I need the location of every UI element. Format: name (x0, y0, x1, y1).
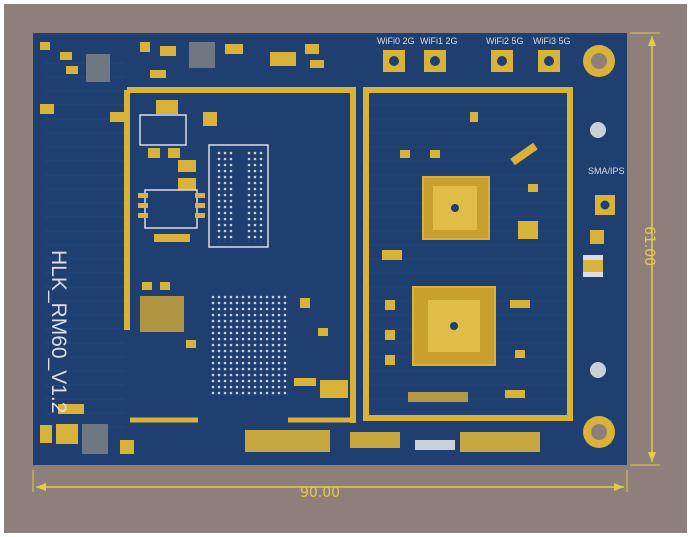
flash-chip (138, 189, 205, 242)
antenna-label-2: WiFi2 5G (486, 36, 524, 46)
shield-frame-left (124, 87, 356, 423)
rf-chip-bottom (412, 286, 496, 366)
shield-frame-right (363, 87, 573, 421)
antenna-label-1: WiFi1 2G (420, 36, 458, 46)
height-dimension-label: 61.00 (641, 226, 657, 266)
dimension-width (32, 470, 628, 492)
dimension-height (630, 32, 660, 466)
mounting-holes (583, 45, 615, 448)
antenna-label-0: WiFi0 2G (377, 36, 415, 46)
left-passives (140, 282, 348, 398)
power-components (40, 42, 324, 122)
connector-label: SMA/IPS (588, 166, 625, 176)
regulator (139, 100, 217, 190)
rf-chip-top (422, 176, 490, 240)
soc-bga (209, 293, 289, 396)
ddr-chip (208, 144, 269, 248)
right-passives (382, 112, 604, 402)
antenna-label-3: WiFi3 5G (533, 36, 571, 46)
board-name-label: HLK_RM60_V1.2 (47, 250, 70, 413)
antenna-connectors (383, 50, 615, 215)
width-dimension-label: 90.00 (300, 485, 340, 501)
bottom-pads (245, 430, 540, 452)
bottom-left-parts (40, 404, 134, 454)
